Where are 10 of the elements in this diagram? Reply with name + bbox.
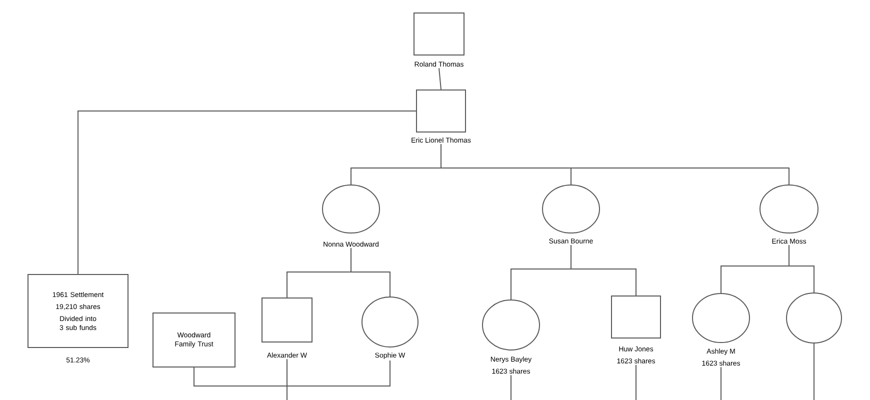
connector-line	[286, 360, 390, 400]
connector-line	[350, 248, 390, 297]
connector-line	[720, 366, 722, 400]
connector-line	[78, 110, 416, 274]
connector-line	[510, 374, 512, 400]
connector-line	[440, 144, 790, 185]
connector-line	[438, 68, 442, 90]
person-circle	[786, 292, 842, 344]
connector-line	[570, 244, 636, 296]
connector-line	[788, 244, 814, 293]
